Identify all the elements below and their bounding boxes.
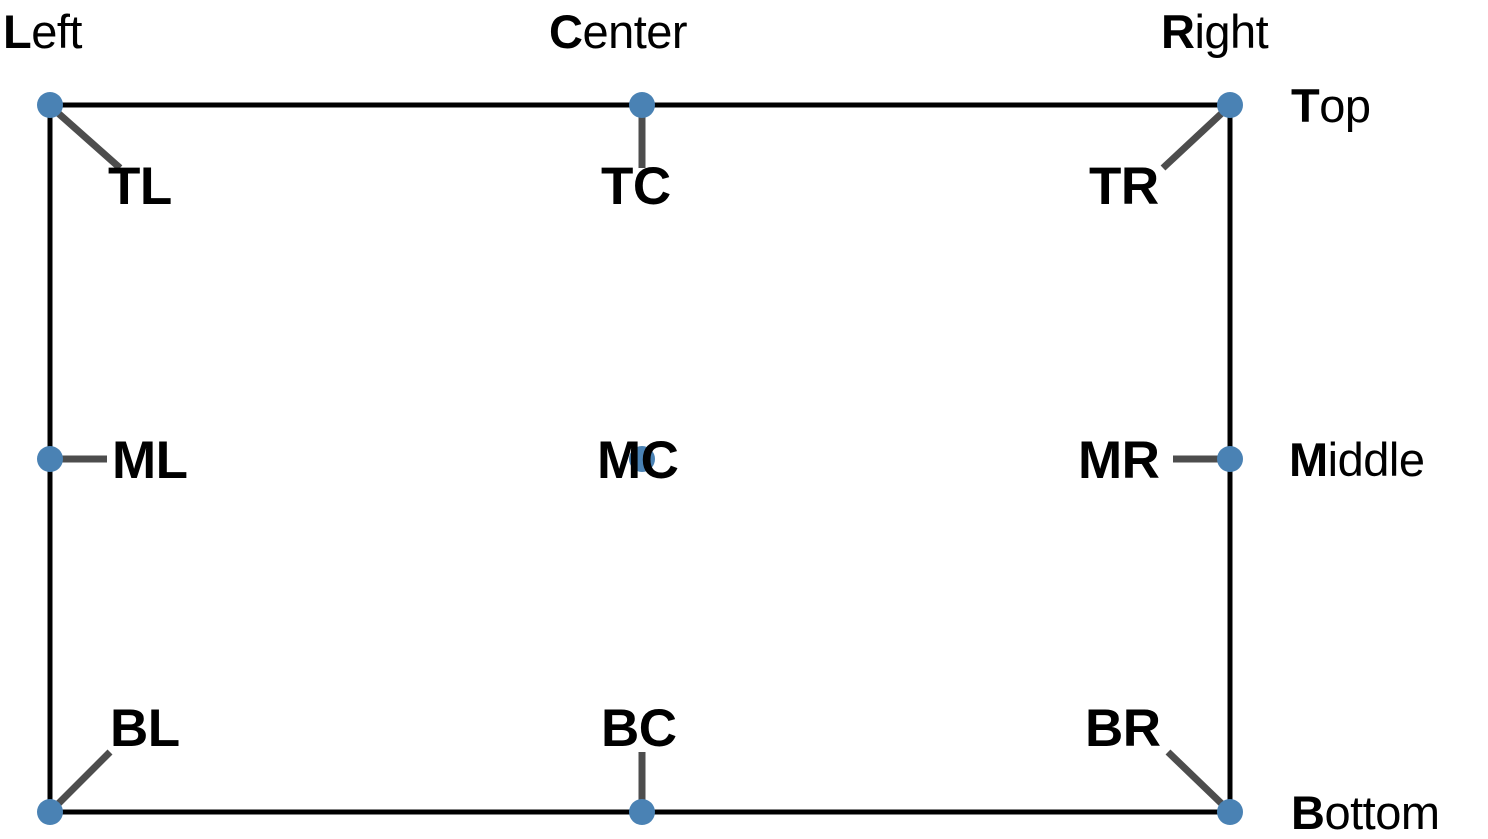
row-caption-bottom: Bottom <box>1291 789 1440 836</box>
anchor-dot-ml[interactable] <box>37 446 63 472</box>
leader-line-bl <box>55 749 113 807</box>
caption-initial-left: L <box>3 5 32 58</box>
caption-initial-middle: M <box>1289 433 1328 486</box>
caption-remainder-center: enter <box>582 5 688 58</box>
anchor-dot-tr[interactable] <box>1217 92 1243 118</box>
anchor-dot-bl[interactable] <box>37 799 63 825</box>
anchor-label-tr[interactable]: TR <box>1089 157 1159 216</box>
anchor-dots <box>37 92 1243 825</box>
anchor-label-ml[interactable]: ML <box>112 431 188 490</box>
anchor-label-bl[interactable]: BL <box>110 699 180 758</box>
caption-remainder-top: op <box>1319 79 1371 132</box>
anchor-dot-mr[interactable] <box>1217 446 1243 472</box>
anchor-dot-mc[interactable] <box>629 446 655 472</box>
row-caption-top: Top <box>1291 82 1371 129</box>
caption-remainder-right: ight <box>1194 5 1269 58</box>
anchor-dot-tc[interactable] <box>629 92 655 118</box>
leader-line-tl <box>55 110 123 171</box>
caption-remainder-left: eft <box>31 5 82 58</box>
leader-line-tr <box>1160 110 1225 171</box>
leader-lines <box>55 110 1225 807</box>
leader-line-br <box>1165 749 1225 807</box>
anchor-label-mr[interactable]: MR <box>1078 431 1160 490</box>
anchor-dot-tl[interactable] <box>37 92 63 118</box>
anchor-label-tc[interactable]: TC <box>601 157 671 216</box>
anchor-label-bc[interactable]: BC <box>601 699 677 758</box>
anchor-dot-bc[interactable] <box>629 799 655 825</box>
column-caption-left: Left <box>3 8 82 55</box>
anchor-label-mc[interactable]: MC <box>597 431 679 490</box>
anchor-dot-br[interactable] <box>1217 799 1243 825</box>
row-caption-middle: Middle <box>1289 433 1425 486</box>
anchor-label-br[interactable]: BR <box>1085 699 1161 758</box>
caption-remainder-bottom: ottom <box>1324 786 1440 839</box>
column-caption-right: Right <box>1161 5 1269 58</box>
column-caption-center: Center <box>549 5 688 58</box>
caption-remainder-middle: iddle <box>1327 433 1425 486</box>
caption-initial-bottom: B <box>1291 786 1325 839</box>
anchor-label-tl[interactable]: TL <box>108 157 172 216</box>
caption-initial-top: T <box>1291 79 1320 132</box>
caption-initial-right: R <box>1161 5 1195 58</box>
caption-initial-center: C <box>549 5 583 58</box>
